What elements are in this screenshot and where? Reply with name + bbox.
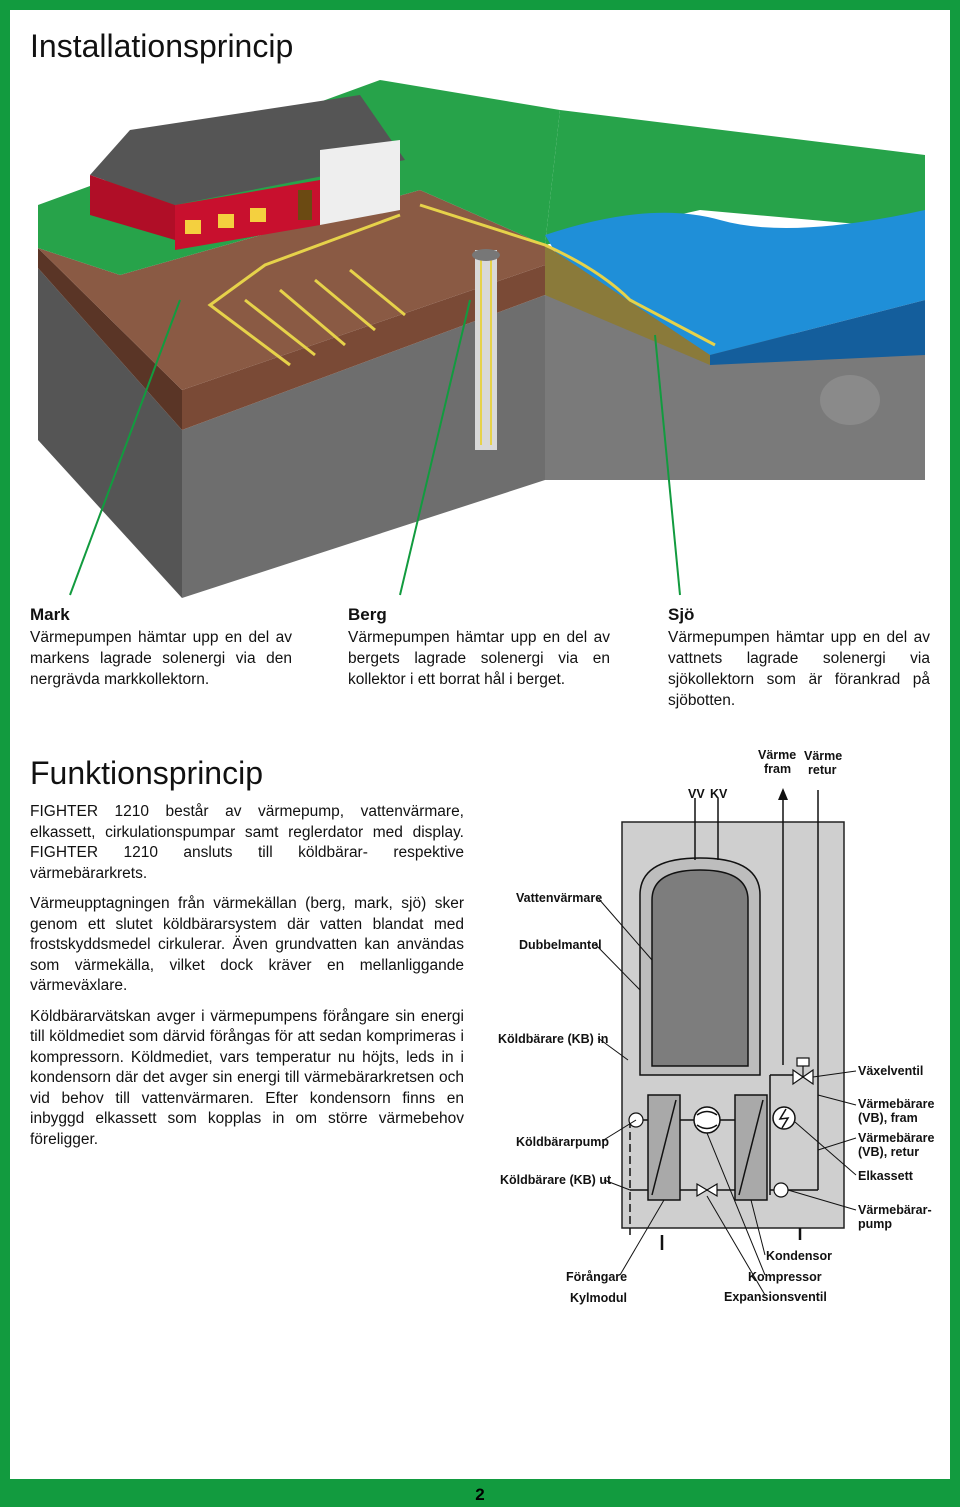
label-koldbararpump: Köldbärarpump (516, 1135, 609, 1149)
lake-side (710, 300, 925, 365)
label-kv: KV (710, 787, 728, 801)
source-mark: Mark Värmepumpen hämtar upp en del av ma… (30, 604, 292, 690)
label-vattenvarmare: Vattenvärmare (516, 891, 602, 905)
function-description: FIGHTER 1210 består av värmepump, vatten… (30, 802, 464, 1160)
leader-sjo (654, 334, 681, 596)
house-roof (90, 95, 405, 205)
borehole-cap (472, 249, 500, 261)
leader-mark (69, 299, 181, 596)
house-cutaway (320, 140, 400, 225)
lake-water (545, 210, 925, 355)
frame-bar-left (0, 0, 10, 1507)
switching-valve (792, 1068, 805, 1086)
label-kylmodul: Kylmodul (570, 1291, 627, 1305)
label-varme-fram-2: fram (764, 762, 791, 776)
installation-illustration (38, 80, 925, 598)
source-berg-heading: Berg (348, 605, 387, 624)
label-vb-fram-1: Värmebärare (858, 1097, 934, 1111)
house-window-1 (185, 220, 201, 234)
house-wall-side (90, 175, 175, 240)
frame-bar-right (950, 0, 960, 1507)
label-vb-retur-2: (VB), retur (858, 1145, 919, 1159)
label-vaxelventil: Växelventil (858, 1064, 923, 1078)
source-berg-text: Värmepumpen hämtar upp en del av bergets… (348, 629, 610, 688)
grass-right (545, 110, 925, 245)
lake-collector (419, 203, 716, 347)
label-kompressor: Kompressor (748, 1270, 822, 1284)
soil-front (182, 265, 545, 430)
label-varme-retur-1: Värme (804, 749, 842, 763)
lake-bed (545, 245, 710, 365)
rock-highlight (820, 375, 880, 425)
label-varme-retur-2: retur (808, 763, 837, 777)
label-varmebararpump-2: pump (858, 1217, 892, 1231)
leader-berg (399, 299, 471, 596)
borehole (475, 250, 497, 450)
frame-bar-bottom (0, 1479, 960, 1507)
house-window-2 (218, 214, 234, 228)
rock-front-left (38, 268, 182, 598)
label-kondensor: Kondensor (766, 1249, 832, 1263)
source-sjo-heading: Sjö (668, 605, 695, 624)
label-vv: VV (688, 787, 705, 801)
house-wall (175, 180, 320, 250)
house-window-3 (250, 208, 266, 222)
paragraph: FIGHTER 1210 består av värmepump, vatten… (30, 803, 464, 882)
source-berg: Berg Värmepumpen hämtar upp en del av be… (348, 604, 610, 690)
source-sjo-text: Värmepumpen hämtar upp en del av vattnet… (668, 629, 930, 709)
label-kb-ut: Köldbärare (KB) ut (500, 1173, 612, 1187)
label-vb-retur-1: Värmebärare (858, 1131, 934, 1145)
section-title: Funktionsprincip (30, 755, 263, 791)
label-forangare: Förångare (566, 1270, 627, 1284)
source-sjo: Sjö Värmepumpen hämtar upp en del av vat… (668, 604, 930, 711)
expansion-valve (696, 1182, 709, 1198)
tank-inner (651, 869, 749, 1067)
ground-collector (207, 213, 406, 367)
page-number: 2 (475, 1485, 485, 1504)
source-mark-heading: Mark (30, 605, 70, 624)
rock-front (182, 295, 545, 598)
heating-pump (773, 1182, 789, 1198)
house-door (298, 190, 312, 220)
frame-bar-top (0, 0, 960, 10)
heat-pump-schematic: Värme fram Värme retur VV KV Vattenvärma… (498, 748, 934, 1305)
label-varmebararpump-1: Värmebärar- (858, 1203, 932, 1217)
label-expansionsventil: Expansionsventil (724, 1290, 827, 1304)
label-vb-fram-2: (VB), fram (858, 1111, 918, 1125)
label-varme-fram-1: Värme (758, 748, 796, 762)
paragraph: Värmeupptagningen från värmekällan (berg… (30, 895, 464, 994)
page-title: Installationsprincip (30, 28, 294, 64)
paragraph: Köldbärarvätskan avger i värmepumpens fö… (30, 1007, 464, 1148)
label-dubbelmantel: Dubbelmantel (519, 938, 602, 952)
label-kb-in: Köldbärare (KB) in (498, 1032, 608, 1046)
source-mark-text: Värmepumpen hämtar upp en del av markens… (30, 629, 292, 688)
soil-left (38, 248, 182, 430)
label-elkassett: Elkassett (858, 1169, 914, 1183)
